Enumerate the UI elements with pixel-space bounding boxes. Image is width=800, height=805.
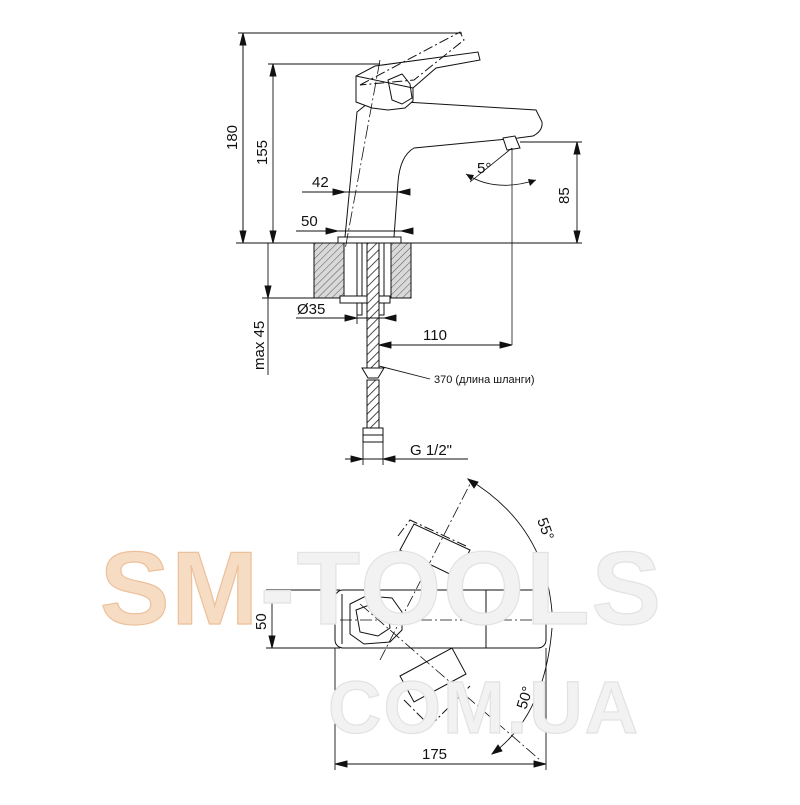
dim-label-plan-length: 175 xyxy=(422,746,447,763)
countertop-right-section xyxy=(390,242,412,299)
side-view-dimensions xyxy=(236,32,582,465)
dim-label-base-width: 50 xyxy=(301,213,318,230)
dim-label-spout-reach: 110 xyxy=(423,327,447,344)
mounting-stud xyxy=(356,242,363,316)
dim-label-hose-length: 370 (длина шланги) xyxy=(434,374,535,386)
dim-label-plan-width: 50 xyxy=(253,613,270,630)
faucet-body xyxy=(337,99,543,244)
dim-label-body-width: 42 xyxy=(312,174,329,191)
dim-label-max-thickness: max 45 xyxy=(251,321,268,370)
dim-label-lever-angle-top: 55° xyxy=(533,516,557,543)
dim-label-height-body: 155 xyxy=(254,140,271,165)
side-view xyxy=(313,31,543,443)
plan-view xyxy=(334,483,556,761)
countertop-left-section xyxy=(313,242,345,299)
dim-label-hole-diameter: Ø35 xyxy=(297,301,325,318)
plan-lever-rotated-bottom xyxy=(399,647,467,703)
plan-lever-rotated-top xyxy=(399,523,471,578)
flex-hose xyxy=(366,242,380,369)
lever-handle xyxy=(355,51,481,111)
dim-label-spout-height: 85 xyxy=(556,187,573,204)
plan-view-dimensions xyxy=(266,478,553,770)
dim-label-spout-angle: 5° xyxy=(477,160,491,177)
dim-label-lever-angle-bottom: 50° xyxy=(514,684,537,711)
dim-label-connection: G 1/2" xyxy=(410,442,452,459)
aerator xyxy=(502,135,521,151)
mounting-nut xyxy=(339,295,391,304)
dim-label-height-total: 180 xyxy=(224,125,241,150)
lever-open-position xyxy=(359,31,465,86)
